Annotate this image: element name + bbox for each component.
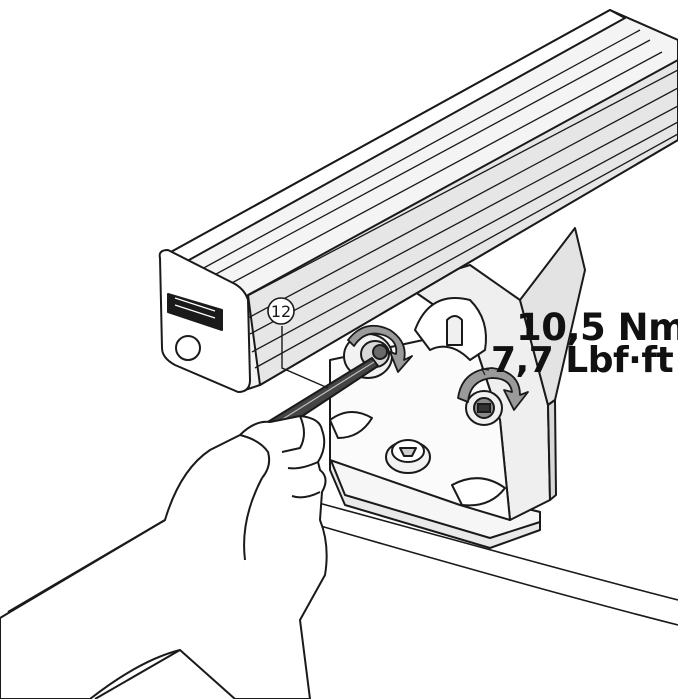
rear-bolt [465, 390, 503, 426]
rotation-arrow-icon [457, 367, 529, 411]
callout-number: 12 [271, 302, 291, 321]
torque-value-imperial: 7,7 Lbf·ft [491, 340, 674, 381]
callout: 12 [267, 297, 329, 389]
callout-circle [267, 297, 295, 325]
torque-value-metric: 10,5 Nm [516, 306, 678, 349]
rotation-arrow-icon [347, 324, 413, 373]
roof-lines [299, 497, 678, 626]
load-bar [158, 9, 678, 393]
hand [0, 415, 328, 699]
forearm [7, 519, 181, 699]
foot-housing [329, 227, 586, 521]
